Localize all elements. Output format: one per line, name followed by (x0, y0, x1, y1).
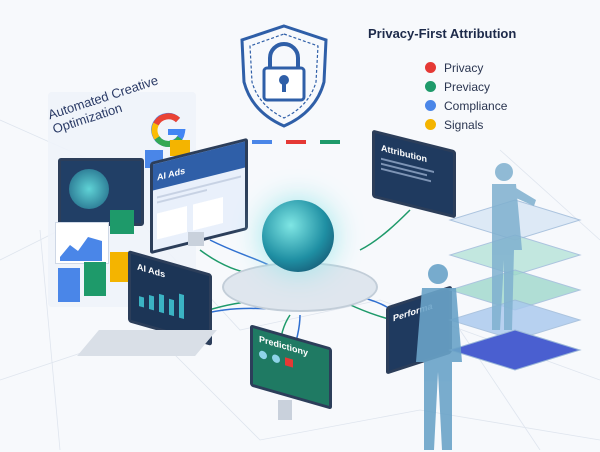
yellow-block (110, 252, 132, 282)
globe-thumbnail (69, 169, 109, 209)
person-figure-icon (492, 163, 536, 330)
bar-chart-icon (139, 293, 184, 320)
legend-item-compliance: Compliance (425, 96, 507, 115)
legend: Privacy Previacy Compliance Signals (425, 58, 507, 134)
yellow-dot-icon (425, 119, 436, 130)
person-figure-icon (416, 264, 462, 450)
legend-label: Previacy (444, 79, 491, 94)
page-title: Privacy-First Attribution (368, 26, 517, 41)
network-globe-icon (262, 200, 334, 272)
green-block (84, 262, 106, 296)
legend-label: Compliance (444, 98, 508, 113)
shield-color-bars (252, 140, 340, 144)
padlock-shield-icon (240, 24, 328, 128)
green-bar (320, 140, 340, 144)
blue-bar (252, 140, 272, 144)
ai-ads-monitor-title: AI Ads (157, 165, 186, 183)
data-layer-stack (448, 199, 582, 371)
red-dot-icon (425, 62, 436, 73)
google-logo (151, 112, 186, 147)
green-dot-icon (425, 81, 436, 92)
line-chart-icon (60, 237, 102, 261)
green-tile (110, 210, 134, 234)
icon-square (285, 357, 293, 368)
icon-dot (272, 353, 280, 364)
legend-item-signals: Signals (425, 115, 507, 134)
ai-ads-laptop-screen: AI Ads (128, 249, 212, 347)
line-chart-card (55, 222, 109, 264)
red-bar (286, 140, 306, 144)
legend-label: Signals (444, 117, 484, 132)
yellow-tile (170, 140, 190, 156)
ad-card (157, 205, 187, 240)
icon-dot (259, 349, 267, 361)
laptop-keyboard (77, 330, 217, 356)
ad-card (193, 197, 223, 231)
legend-item-previacy: Previacy (425, 77, 507, 96)
monitor-stand (278, 400, 292, 420)
blue-block (58, 268, 80, 302)
legend-item-privacy: Privacy (425, 58, 507, 77)
monitor-stand (188, 232, 204, 246)
blue-dot-icon (425, 100, 436, 111)
legend-label: Privacy (444, 60, 484, 75)
